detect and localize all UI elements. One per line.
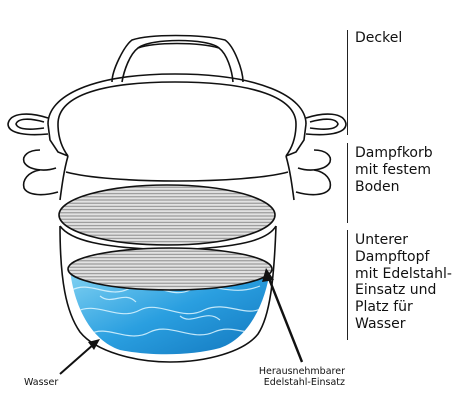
label-lid: Deckel [355, 30, 403, 46]
lid [47, 73, 307, 157]
basket-bracket-line [347, 143, 348, 223]
water-arrow [59, 339, 100, 375]
removable-insert [67, 247, 273, 291]
pot-bracket-line [347, 230, 348, 340]
lid-side-handles [7, 113, 347, 136]
label-removable-insert: Herausnehmbarer Edelstahl-Einsatz [258, 366, 345, 389]
lid-handle [111, 34, 244, 83]
steamer-basket [22, 149, 332, 201]
basket-fixed-bottom [58, 184, 276, 246]
label-lower-pot: Unterer Dampftopf mit Edelstahl- Einsatz… [355, 232, 452, 332]
label-water: Wasser [24, 377, 59, 388]
label-steamer-basket: Dampfkorb mit festem Boden [355, 145, 433, 195]
insert-arrow [262, 268, 304, 363]
lid-bracket-line [347, 30, 348, 135]
